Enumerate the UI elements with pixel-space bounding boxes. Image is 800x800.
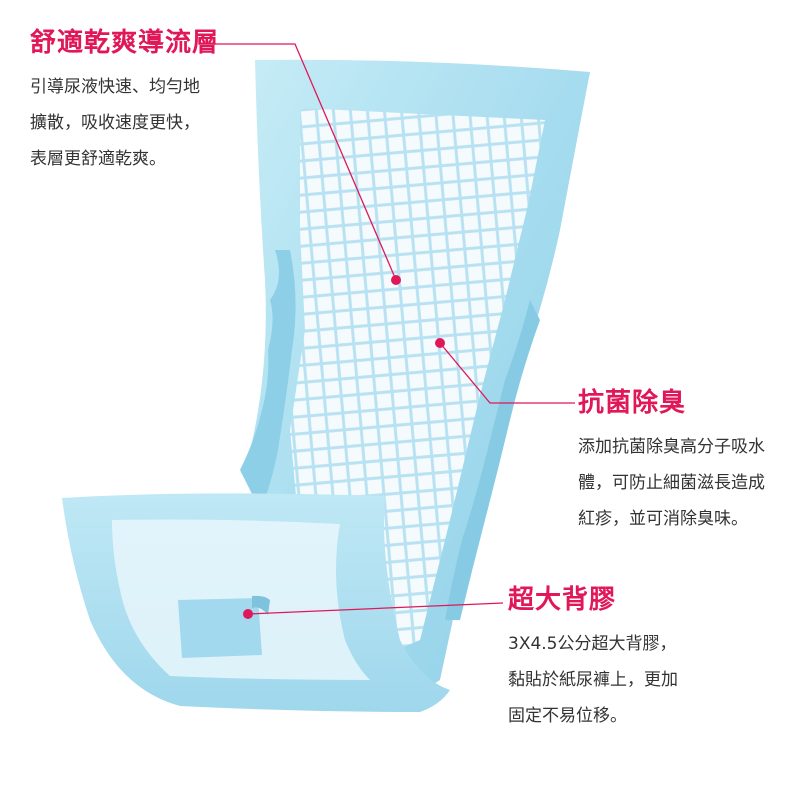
callout-line: 表層更舒適乾爽。 [30, 149, 166, 170]
callout-line: 固定不易位移。 [508, 706, 627, 727]
left-leg-cuff [240, 250, 296, 510]
callout-line: 引導尿液快速、均勻地 [30, 77, 200, 98]
callout-line: 擴散，吸收速度更快， [30, 113, 200, 134]
callout-body: 引導尿液快速、均勻地 擴散，吸收速度更快， 表層更舒適乾爽。 [30, 69, 219, 177]
callout-antibacterial: 抗菌除臭 添加抗菌除臭高分子吸水 體，可防止細菌滋長造成 紅疹，並可消除臭味。 [578, 388, 765, 537]
callout-line: 3X4.5公分超大背膠， [508, 634, 677, 655]
callout-line: 添加抗菌除臭高分子吸水 [578, 437, 765, 458]
callout-title: 舒適乾爽導流層 [30, 28, 220, 58]
callout-title: 抗菌除臭 [578, 388, 687, 418]
callout-adhesive: 超大背膠 3X4.5公分超大背膠， 黏貼於紙尿褲上，更加 固定不易位移。 [508, 585, 678, 734]
callout-body: 添加抗菌除臭高分子吸水 體，可防止細菌滋長造成 紅疹，並可消除臭味。 [578, 429, 765, 537]
right-leg-cuff [445, 300, 540, 620]
callout-lines [212, 43, 575, 619]
adhesive-tab [178, 598, 262, 658]
callout-line: 黏貼於紙尿褲上，更加 [508, 670, 678, 691]
callout-title: 超大背膠 [508, 585, 617, 615]
callout-line: 體，可防止細菌滋長造成 [578, 473, 765, 494]
callout-line: 紅疹，並可消除臭味。 [578, 509, 748, 530]
callout-body: 3X4.5公分超大背膠， 黏貼於紙尿褲上，更加 固定不易位移。 [508, 626, 678, 734]
callout-comfort-layer: 舒適乾爽導流層 引導尿液快速、均勻地 擴散，吸收速度更快， 表層更舒適乾爽。 [30, 28, 219, 177]
